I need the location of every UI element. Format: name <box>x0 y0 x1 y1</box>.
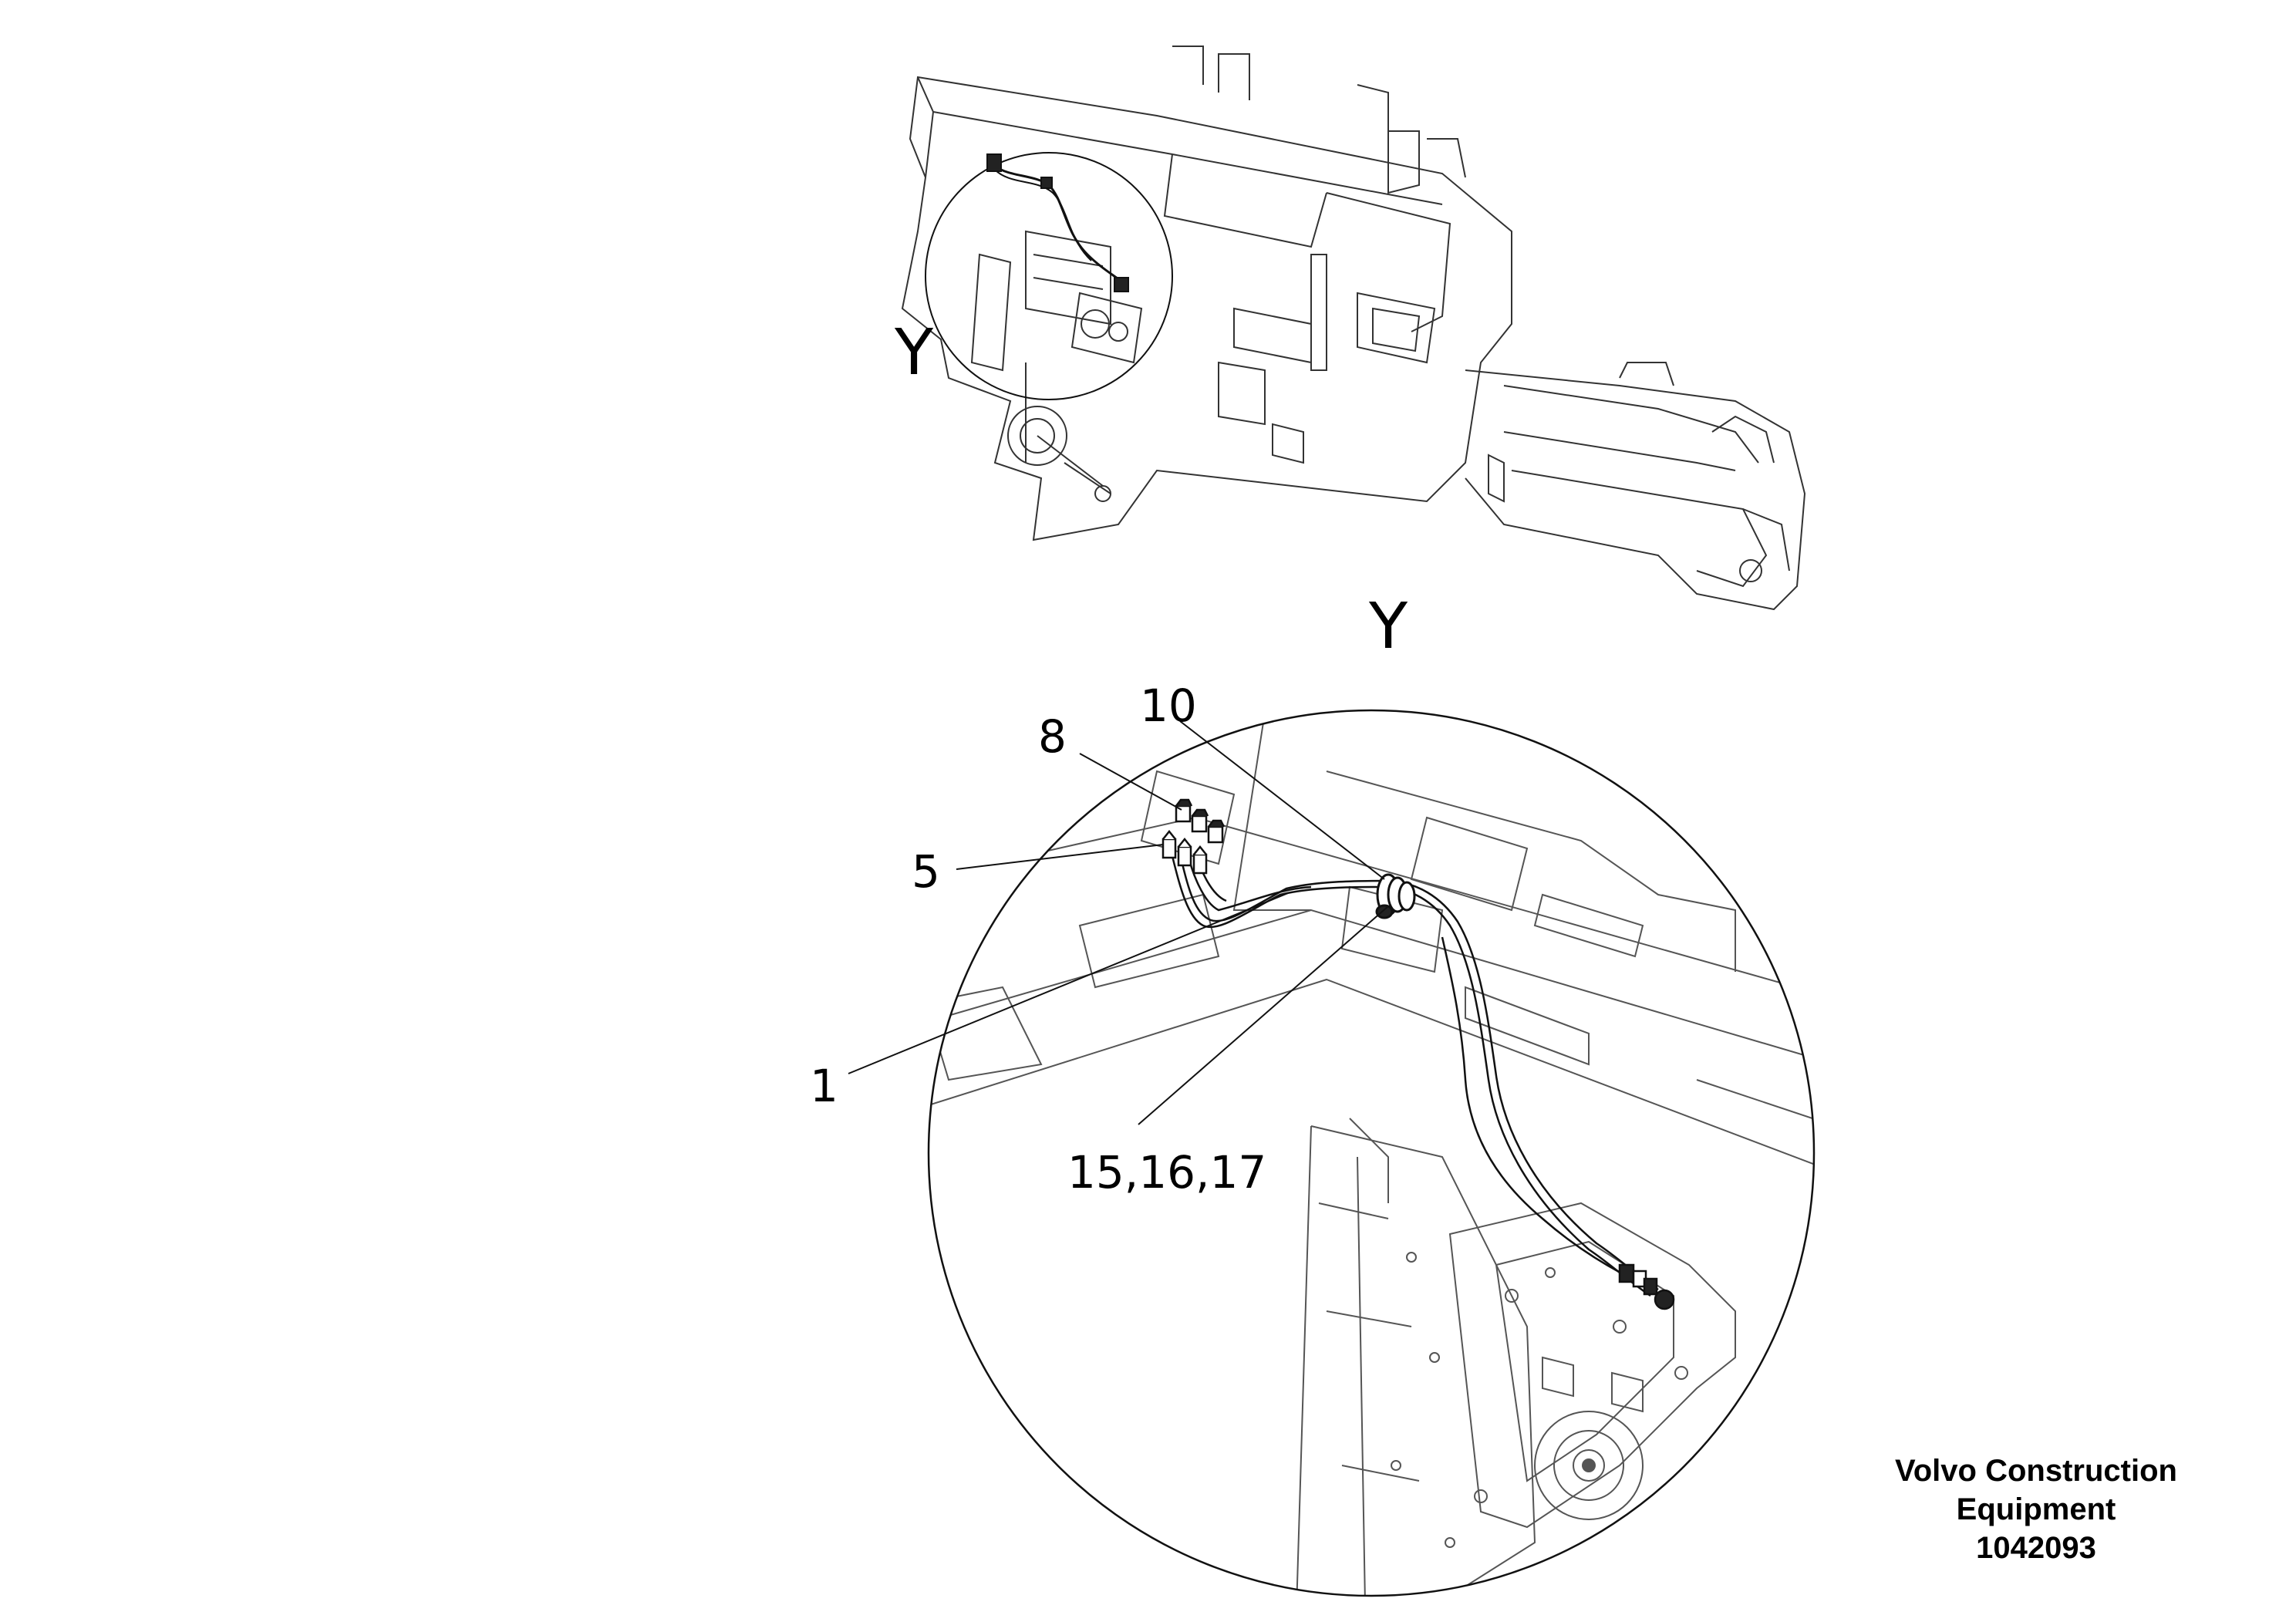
detail-view-y-drawing <box>927 709 1816 1597</box>
callout-10: 10 <box>1140 679 1197 732</box>
leader-15-16-17 <box>1138 905 1389 1125</box>
callout-15-16-17: 15,16,17 <box>1067 1146 1266 1199</box>
leader-1 <box>848 892 1289 1074</box>
drawing-code: 1042093 <box>1976 1531 2096 1565</box>
credit-line-1: Volvo Construction <box>1895 1454 2177 1488</box>
publisher-credit: Volvo Construction Equipment 1042093 <box>1836 1452 2237 1567</box>
leader-8 <box>1079 753 1182 811</box>
overview-detail-marker: Y <box>894 316 934 389</box>
leader-10 <box>1179 720 1385 880</box>
callout-leaders <box>848 720 1389 1125</box>
overview-frame-drawing <box>901 46 1806 611</box>
detail-view-title: Y <box>1368 590 1408 663</box>
callout-1: 1 <box>810 1060 838 1112</box>
leader-5 <box>956 844 1164 870</box>
callout-5: 5 <box>912 845 940 898</box>
callout-8: 8 <box>1038 710 1067 763</box>
credit-line-2: Equipment <box>1956 1492 2116 1526</box>
